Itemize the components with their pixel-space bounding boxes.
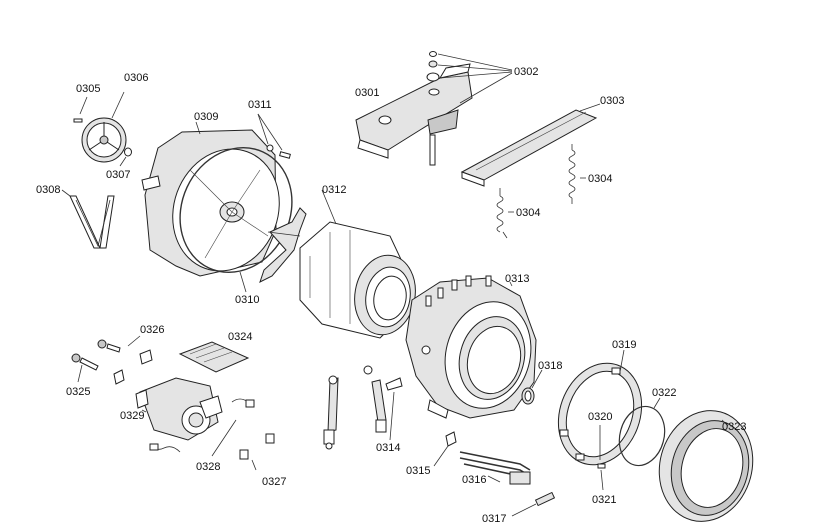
label-0317: 0317 — [482, 513, 506, 525]
part-0304-springs — [496, 144, 586, 239]
part-0305-screw — [73, 96, 88, 123]
label-0321: 0321 — [592, 494, 616, 506]
label-0325: 0325 — [66, 386, 90, 398]
label-0306: 0306 — [124, 72, 148, 84]
label-0310: 0310 — [235, 294, 259, 306]
part-0319-front-ring — [557, 349, 643, 466]
label-0329: 0329 — [120, 410, 144, 422]
label-0318: 0318 — [538, 360, 562, 372]
part-0322-clamp — [618, 397, 666, 467]
label-0326: 0326 — [140, 324, 164, 336]
label-0303: 0303 — [600, 95, 624, 107]
label-0312: 0312 — [322, 184, 346, 196]
label-0316: 0316 — [462, 474, 486, 486]
part-0324-sheet — [178, 341, 250, 373]
part-0309-rear-tub — [141, 121, 280, 277]
part-0311-screws — [257, 113, 291, 159]
part-0329-motor — [135, 377, 223, 453]
label-0301: 0301 — [355, 87, 379, 99]
part-0301-counterweight — [355, 63, 473, 166]
part-0313-front-tub — [405, 275, 537, 419]
label-0323: 0323 — [722, 421, 746, 433]
label-0319: 0319 — [612, 339, 636, 351]
part-0307-nut — [119, 147, 132, 167]
label-0304-b: 0304 — [516, 207, 540, 219]
label-0314: 0314 — [376, 442, 400, 454]
label-0307: 0307 — [106, 169, 130, 181]
part-0302-washers — [426, 51, 513, 104]
part-0314-shock-absorbers — [323, 365, 403, 450]
label-0313: 0313 — [505, 273, 529, 285]
label-0327: 0327 — [262, 476, 286, 488]
label-0305: 0305 — [76, 83, 100, 95]
label-0304-a: 0304 — [588, 173, 612, 185]
label-0309: 0309 — [194, 111, 218, 123]
label-0302: 0302 — [514, 66, 538, 78]
part-0323-door-seal — [658, 410, 754, 522]
part-0318-seal — [521, 369, 543, 405]
label-0311: 0311 — [248, 99, 272, 111]
part-0316-heater — [459, 451, 531, 485]
part-0303-bracket — [460, 103, 601, 187]
label-0328: 0328 — [196, 461, 220, 473]
part-0315-sensor — [433, 431, 457, 467]
part-0306-pulley — [81, 91, 127, 163]
part-0312-drum — [259, 189, 416, 339]
part-0308-belt — [61, 189, 115, 249]
label-0315: 0315 — [406, 465, 430, 477]
part-0326-fasteners — [113, 335, 153, 385]
part-0317-ntc — [511, 491, 556, 517]
part-0321-screw — [597, 463, 606, 491]
label-0308: 0308 — [36, 184, 60, 196]
part-0328-wires — [211, 398, 255, 457]
part-0325-bolts — [71, 339, 121, 383]
part-0327-feet — [239, 433, 275, 471]
label-0322: 0322 — [652, 387, 676, 399]
label-0320: 0320 — [588, 411, 612, 423]
label-0324: 0324 — [228, 331, 252, 343]
